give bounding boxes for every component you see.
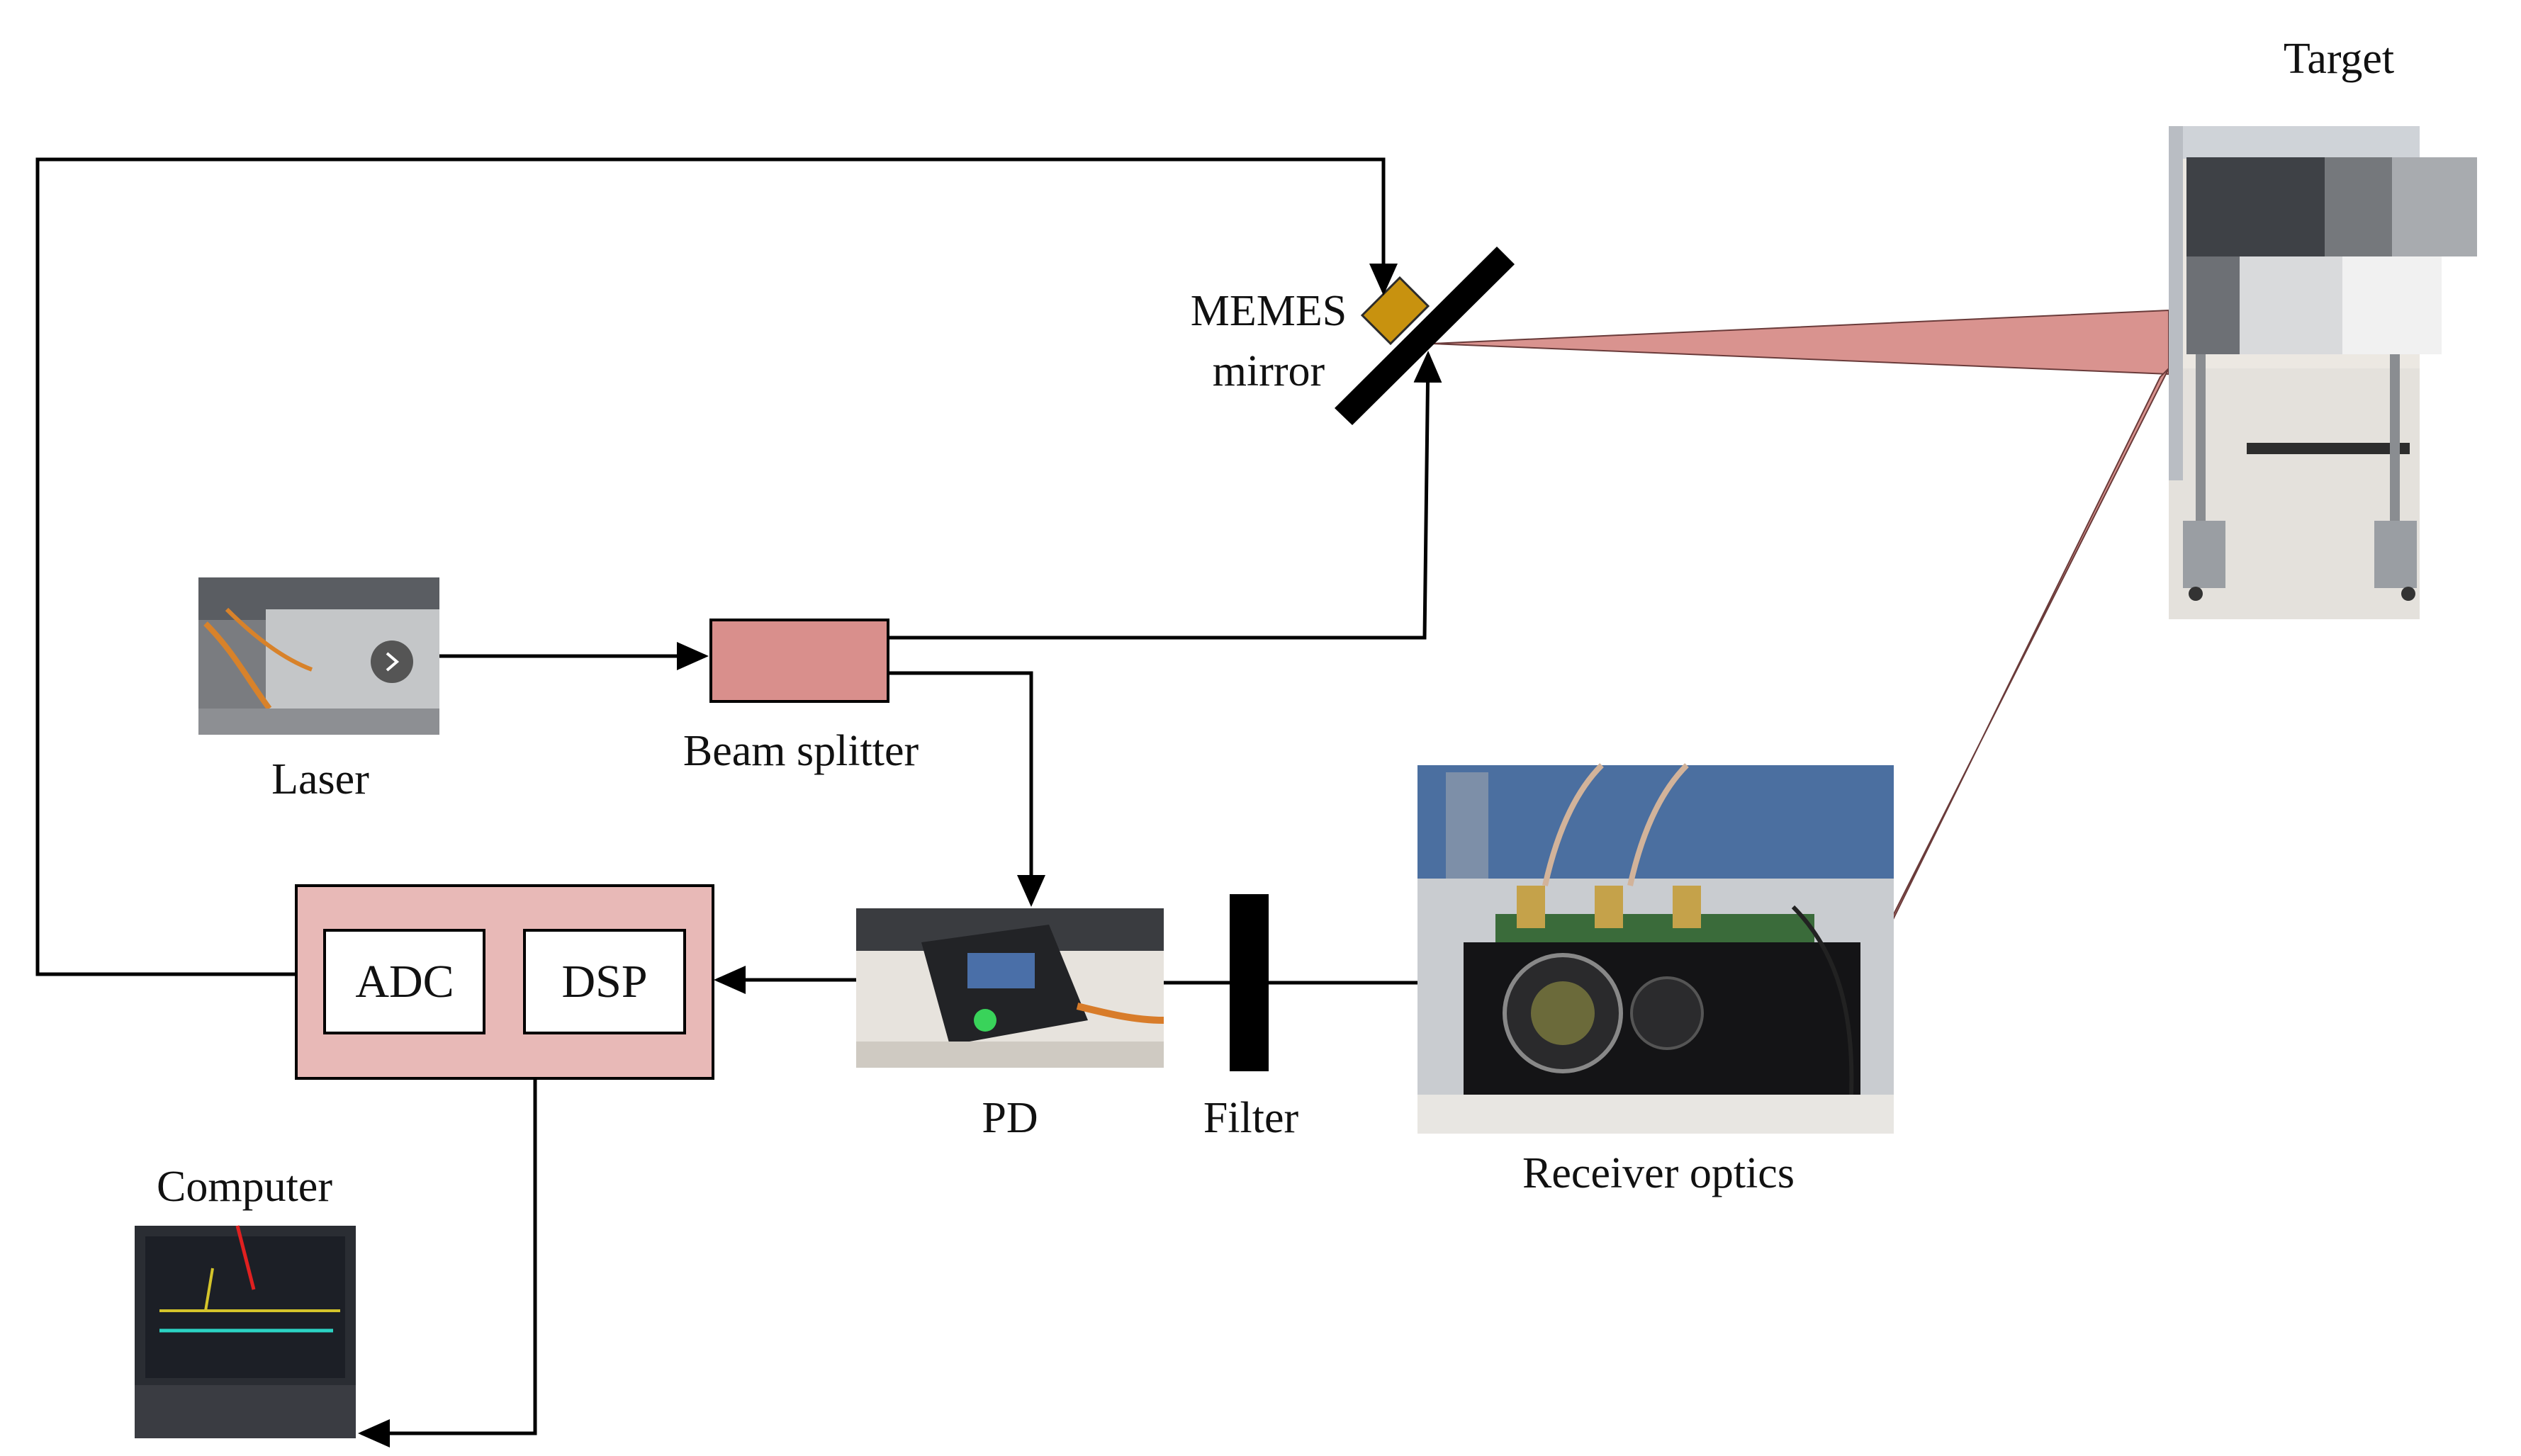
memes-mirror-label-line1: MEMES — [1191, 287, 1347, 335]
computer-photo — [135, 1225, 356, 1438]
target-label: Target — [2284, 35, 2394, 83]
target-photo — [2169, 126, 2477, 619]
receiver-optics-label: Receiver optics — [1522, 1149, 1795, 1197]
transmit-beam — [1431, 309, 2169, 376]
pd-label: PD — [982, 1094, 1038, 1142]
return-beam — [1885, 368, 2169, 936]
processor-to-mirror-control-arrow — [35, 157, 1398, 976]
adc-label: ADC — [355, 956, 454, 1008]
adc-box — [323, 929, 485, 1034]
beam-splitter-box — [709, 619, 889, 703]
filter-label: Filter — [1203, 1094, 1299, 1142]
dsp-label: DSP — [561, 956, 647, 1008]
laser-label: Laser — [271, 755, 369, 803]
laser-photo — [198, 577, 439, 735]
pd-photo — [856, 908, 1164, 1068]
mirror-body — [1335, 247, 1515, 425]
splitter-to-mirror-arrow — [888, 351, 1442, 640]
beam-splitter-label: Beam splitter — [683, 727, 919, 775]
memes-mirror-label-line2: mirror — [1213, 347, 1325, 395]
receiver-optics-photo — [1417, 763, 1894, 1134]
filter-bar — [1230, 894, 1269, 1071]
dsp-box — [523, 929, 686, 1034]
computer-label: Computer — [157, 1163, 332, 1211]
splitter-to-pd-arrow — [888, 671, 1045, 907]
processor-to-computer-arrow — [358, 1078, 537, 1447]
